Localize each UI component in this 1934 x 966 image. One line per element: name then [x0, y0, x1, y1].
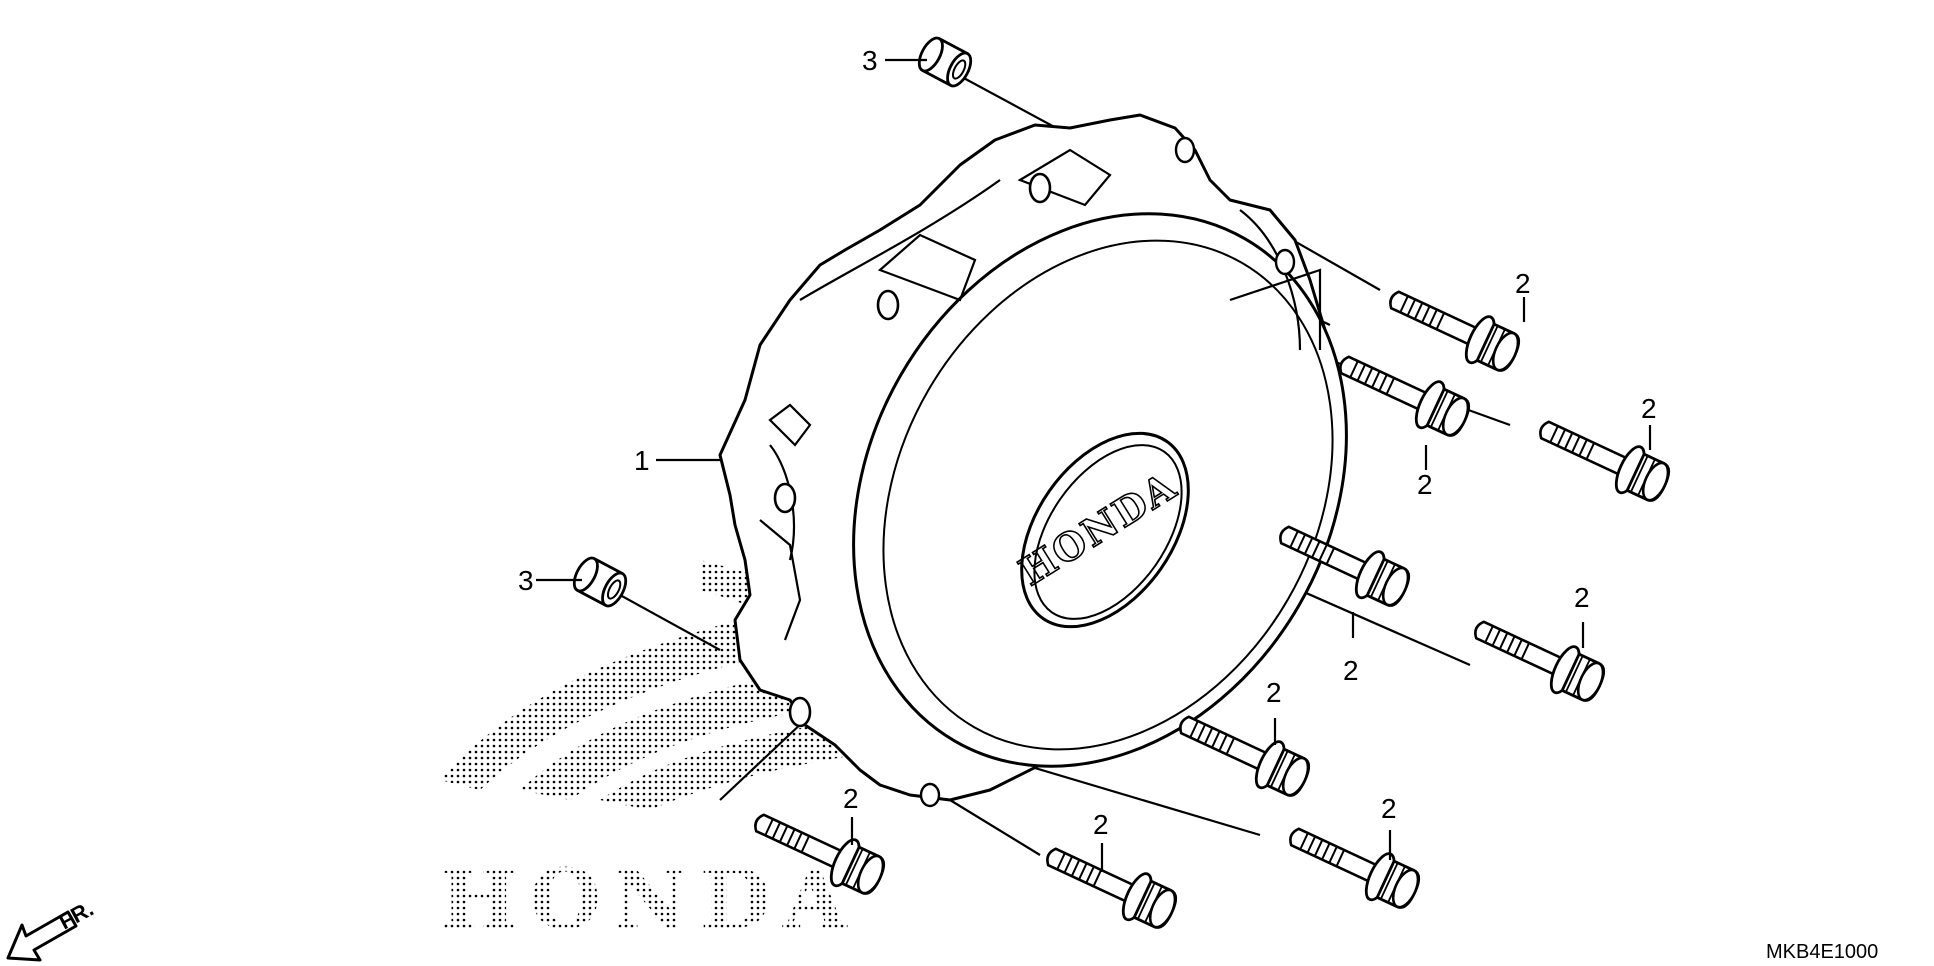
callout-label-1: 1 — [634, 445, 650, 476]
front-arrow-icon — [6, 910, 78, 962]
bolt-7 — [1279, 811, 1427, 917]
crankcase-cover — [718, 113, 1348, 808]
callout-label-2-g: 2 — [1381, 793, 1397, 824]
bolt-5 — [1464, 604, 1612, 710]
front-direction-indicator: FR. — [6, 896, 98, 962]
callout-label-2-h: 2 — [843, 783, 859, 814]
bolt-1 — [1379, 274, 1527, 380]
callout-label-2-d: 2 — [1574, 582, 1590, 613]
callouts: 3 3 1 2 2 2 2 2 2 2 2 2 — [518, 45, 1657, 840]
callout-label-2-a: 2 — [1515, 268, 1531, 299]
diagram-code: MKB4E1000 — [1766, 941, 1878, 963]
bolt-2 — [1329, 339, 1477, 445]
callout-leaders — [536, 58, 1652, 872]
callout-label-3-top: 3 — [862, 45, 878, 76]
callout-label-2-e: 2 — [1343, 655, 1359, 686]
dowel-pin-top — [913, 32, 977, 92]
bolt-9 — [1036, 831, 1184, 937]
dowel-pin-left — [568, 552, 632, 612]
callout-label-2-c: 2 — [1417, 469, 1433, 500]
callout-label-2-i: 2 — [1093, 809, 1109, 840]
callout-label-2-f: 2 — [1266, 677, 1282, 708]
callout-label-3-left: 3 — [518, 565, 534, 596]
callout-label-2-b: 2 — [1641, 393, 1657, 424]
honda-watermark-text: HONDA — [440, 852, 859, 948]
